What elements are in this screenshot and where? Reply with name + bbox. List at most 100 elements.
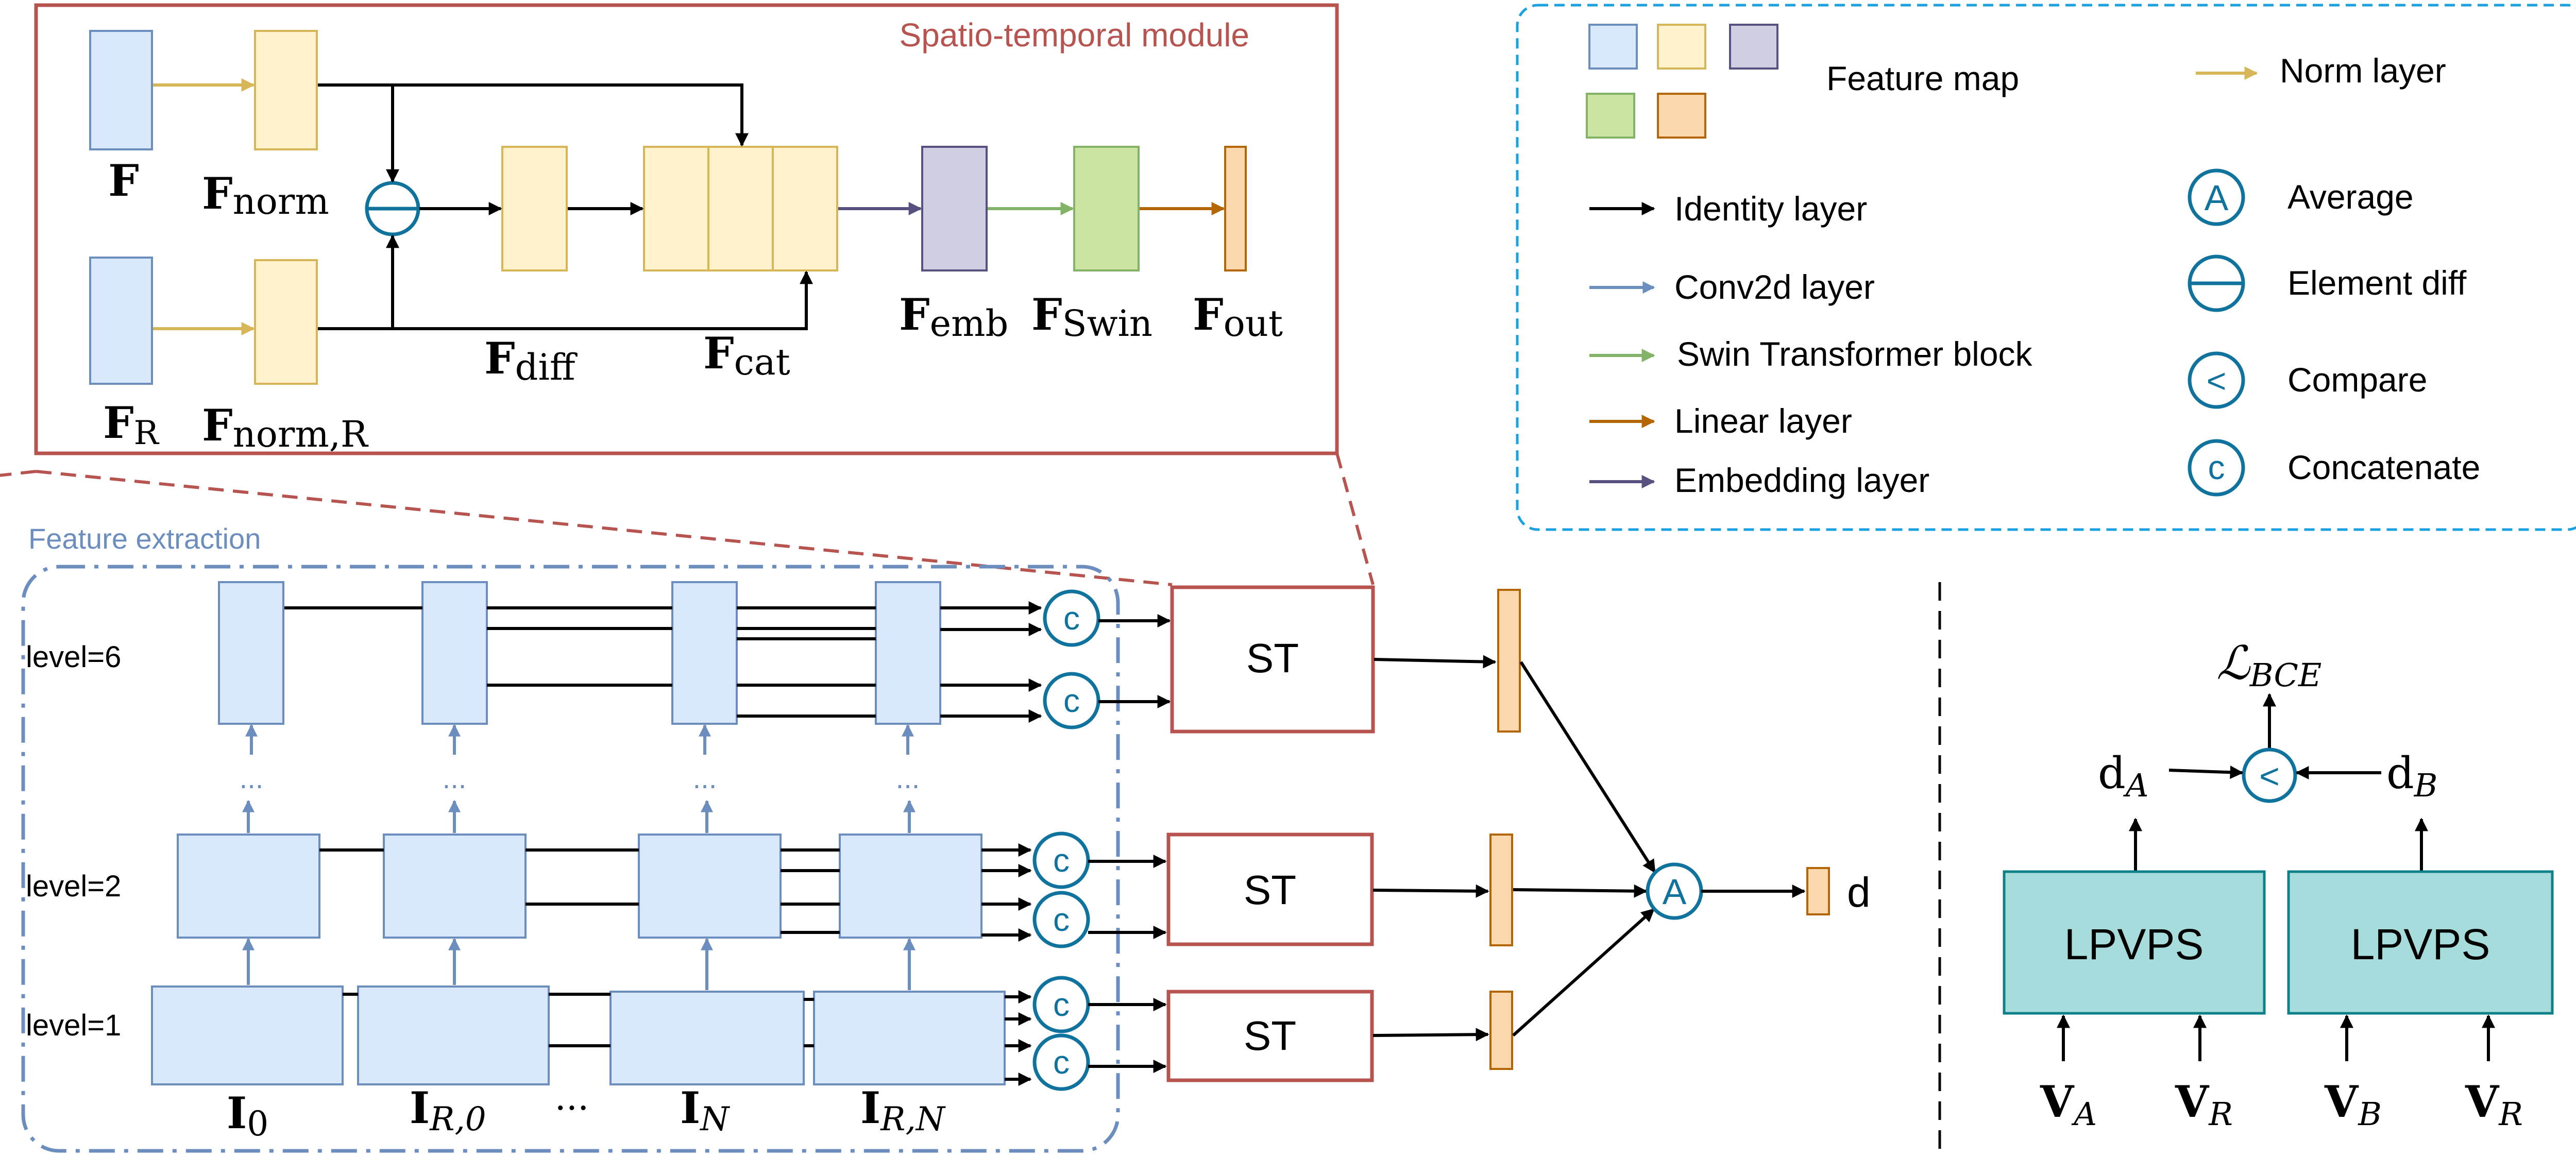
svg-text:c: c [2208, 448, 2225, 486]
legend-swatch-purple [1729, 24, 1778, 70]
feature-F-norm-R [254, 259, 318, 385]
label-F-norm: Fnorm [202, 168, 329, 223]
l2-box-2 [383, 834, 527, 939]
st-block-level6-label: ST [1246, 635, 1299, 681]
level6-connections [284, 601, 1042, 723]
l1-box-2 [357, 985, 550, 1085]
label-F: F [108, 155, 139, 206]
input-VR-right: VR [2465, 1076, 2523, 1133]
l1-box-1 [151, 985, 344, 1085]
feature-F-cat-2 [707, 146, 774, 271]
arrow-norm-to-cat [393, 83, 749, 147]
l6-box-3 [671, 581, 738, 725]
feature-F-cat-1 [643, 146, 709, 271]
legend-feature-map-label: Feature map [1826, 59, 2019, 97]
legend-average-symbol: A [2188, 168, 2245, 226]
feature-F-emb [921, 146, 988, 271]
dB-label: dB [2386, 748, 2437, 804]
concat-symbol-5: c [1053, 986, 1070, 1023]
l6-box-1 [218, 581, 284, 725]
legend-embed-label: Embedding layer [1674, 461, 1929, 499]
l6-box-2 [421, 581, 488, 725]
legend-conv-label: Conv2d layer [1674, 268, 1875, 306]
legend-element-diff-label: Element diff [2287, 264, 2467, 302]
lpvps-left-label: LPVPS [2064, 920, 2204, 968]
legend-norm-label: Norm layer [2280, 52, 2446, 90]
legend-concat-symbol: c [2188, 439, 2245, 497]
training-setup: ℒBCE < dA dB LPVPS LPVPS VA VR VB VR [2003, 636, 2554, 1133]
l2-box-4 [839, 834, 982, 939]
feature-F-cat-3 [772, 146, 838, 271]
st-aggregation: ST ST ST A d [1088, 585, 1871, 1082]
lpvps-block-left [2003, 870, 2266, 1015]
arrow-norm-to-diff [318, 83, 399, 183]
legend-swatch-yellow [1657, 24, 1706, 70]
label-F-swin: FSwin [1031, 289, 1153, 345]
input-IR0: IR,0 [410, 1082, 486, 1138]
label-F-emb: Femb [899, 289, 1008, 345]
label-F-R: FR [103, 397, 160, 452]
l2-box-1 [177, 834, 320, 939]
zoom-line-left [0, 470, 37, 477]
st-block-level1 [1166, 990, 1374, 1082]
legend-swatch-green [1586, 93, 1635, 139]
average-symbol: A [1646, 862, 1703, 920]
feature-F-R [89, 257, 153, 385]
svg-text:<: < [2207, 362, 2227, 400]
module-frame [34, 3, 1339, 455]
level-6-label: level=6 [26, 640, 121, 674]
module-title: Spatio-temporal module [900, 16, 1249, 54]
arrow-normR-to-cat [393, 270, 813, 330]
l6-box-4 [875, 581, 941, 725]
feature-F [89, 30, 153, 150]
level2-connections [319, 843, 1032, 942]
concat-circles [1032, 589, 1100, 1091]
final-output-feature [1806, 867, 1830, 915]
feature-F-out [1224, 146, 1247, 271]
st-block-level2-label: ST [1244, 867, 1296, 913]
level-1-label: level=1 [26, 1009, 121, 1042]
l2-box-3 [638, 834, 782, 939]
feature-F-norm [254, 30, 318, 150]
feature-extraction: Feature extraction level=6 level=2 level… [21, 522, 1120, 1153]
loss-label: ℒBCE [2216, 636, 2321, 694]
extraction-title: Feature extraction [28, 522, 261, 555]
st-output-level2 [1489, 834, 1513, 946]
element-diff-symbol [365, 181, 420, 236]
st-block-level1-label: ST [1244, 1013, 1296, 1059]
label-F-diff: Fdiff [484, 333, 578, 388]
legend-swatch-orange [1657, 93, 1706, 139]
concat-symbol-2: c [1063, 682, 1080, 719]
legend-identity-label: Identity layer [1674, 190, 1867, 228]
legend-swin-label: Swin Transformer block [1677, 335, 2033, 373]
arrow-normR-to-diff [318, 234, 399, 330]
feature-F-swin [1073, 146, 1140, 271]
input-VB: VB [2324, 1076, 2382, 1133]
lpvps-right-label: LPVPS [2351, 920, 2490, 968]
input-IN: IN [680, 1082, 730, 1138]
spatio-temporal-module: Spatio-temporal module F Fnorm [34, 3, 1339, 455]
label-F-out: Fout [1193, 289, 1283, 345]
zoom-line-right [1335, 453, 1375, 585]
concat-symbol-4: c [1053, 901, 1070, 938]
svg-text:<: < [2259, 757, 2280, 796]
level1-connections [343, 990, 1032, 1086]
legend-frame [1516, 4, 2576, 531]
input-I0: I0 [227, 1087, 268, 1144]
compare-symbol: < [2242, 747, 2297, 803]
concat-symbol-6: c [1053, 1044, 1070, 1081]
input-VR-left: VR [2175, 1076, 2233, 1133]
legend-compare-symbol: < [2188, 351, 2245, 409]
svg-text:A: A [1663, 872, 1687, 912]
st-output-level6 [1497, 589, 1521, 733]
l1-box-3 [609, 991, 805, 1085]
legend-concat-label: Concatenate [2287, 448, 2480, 486]
st-block-level2 [1166, 832, 1374, 946]
dA-label: dA [2098, 748, 2149, 804]
ellipsis-1: ... [240, 762, 264, 794]
legend: Feature map Norm layer Identity layer Co… [1516, 4, 2576, 531]
st-output-level1 [1489, 991, 1513, 1070]
legend-linear-label: Linear layer [1674, 402, 1852, 440]
ellipsis-3: ... [693, 762, 717, 794]
